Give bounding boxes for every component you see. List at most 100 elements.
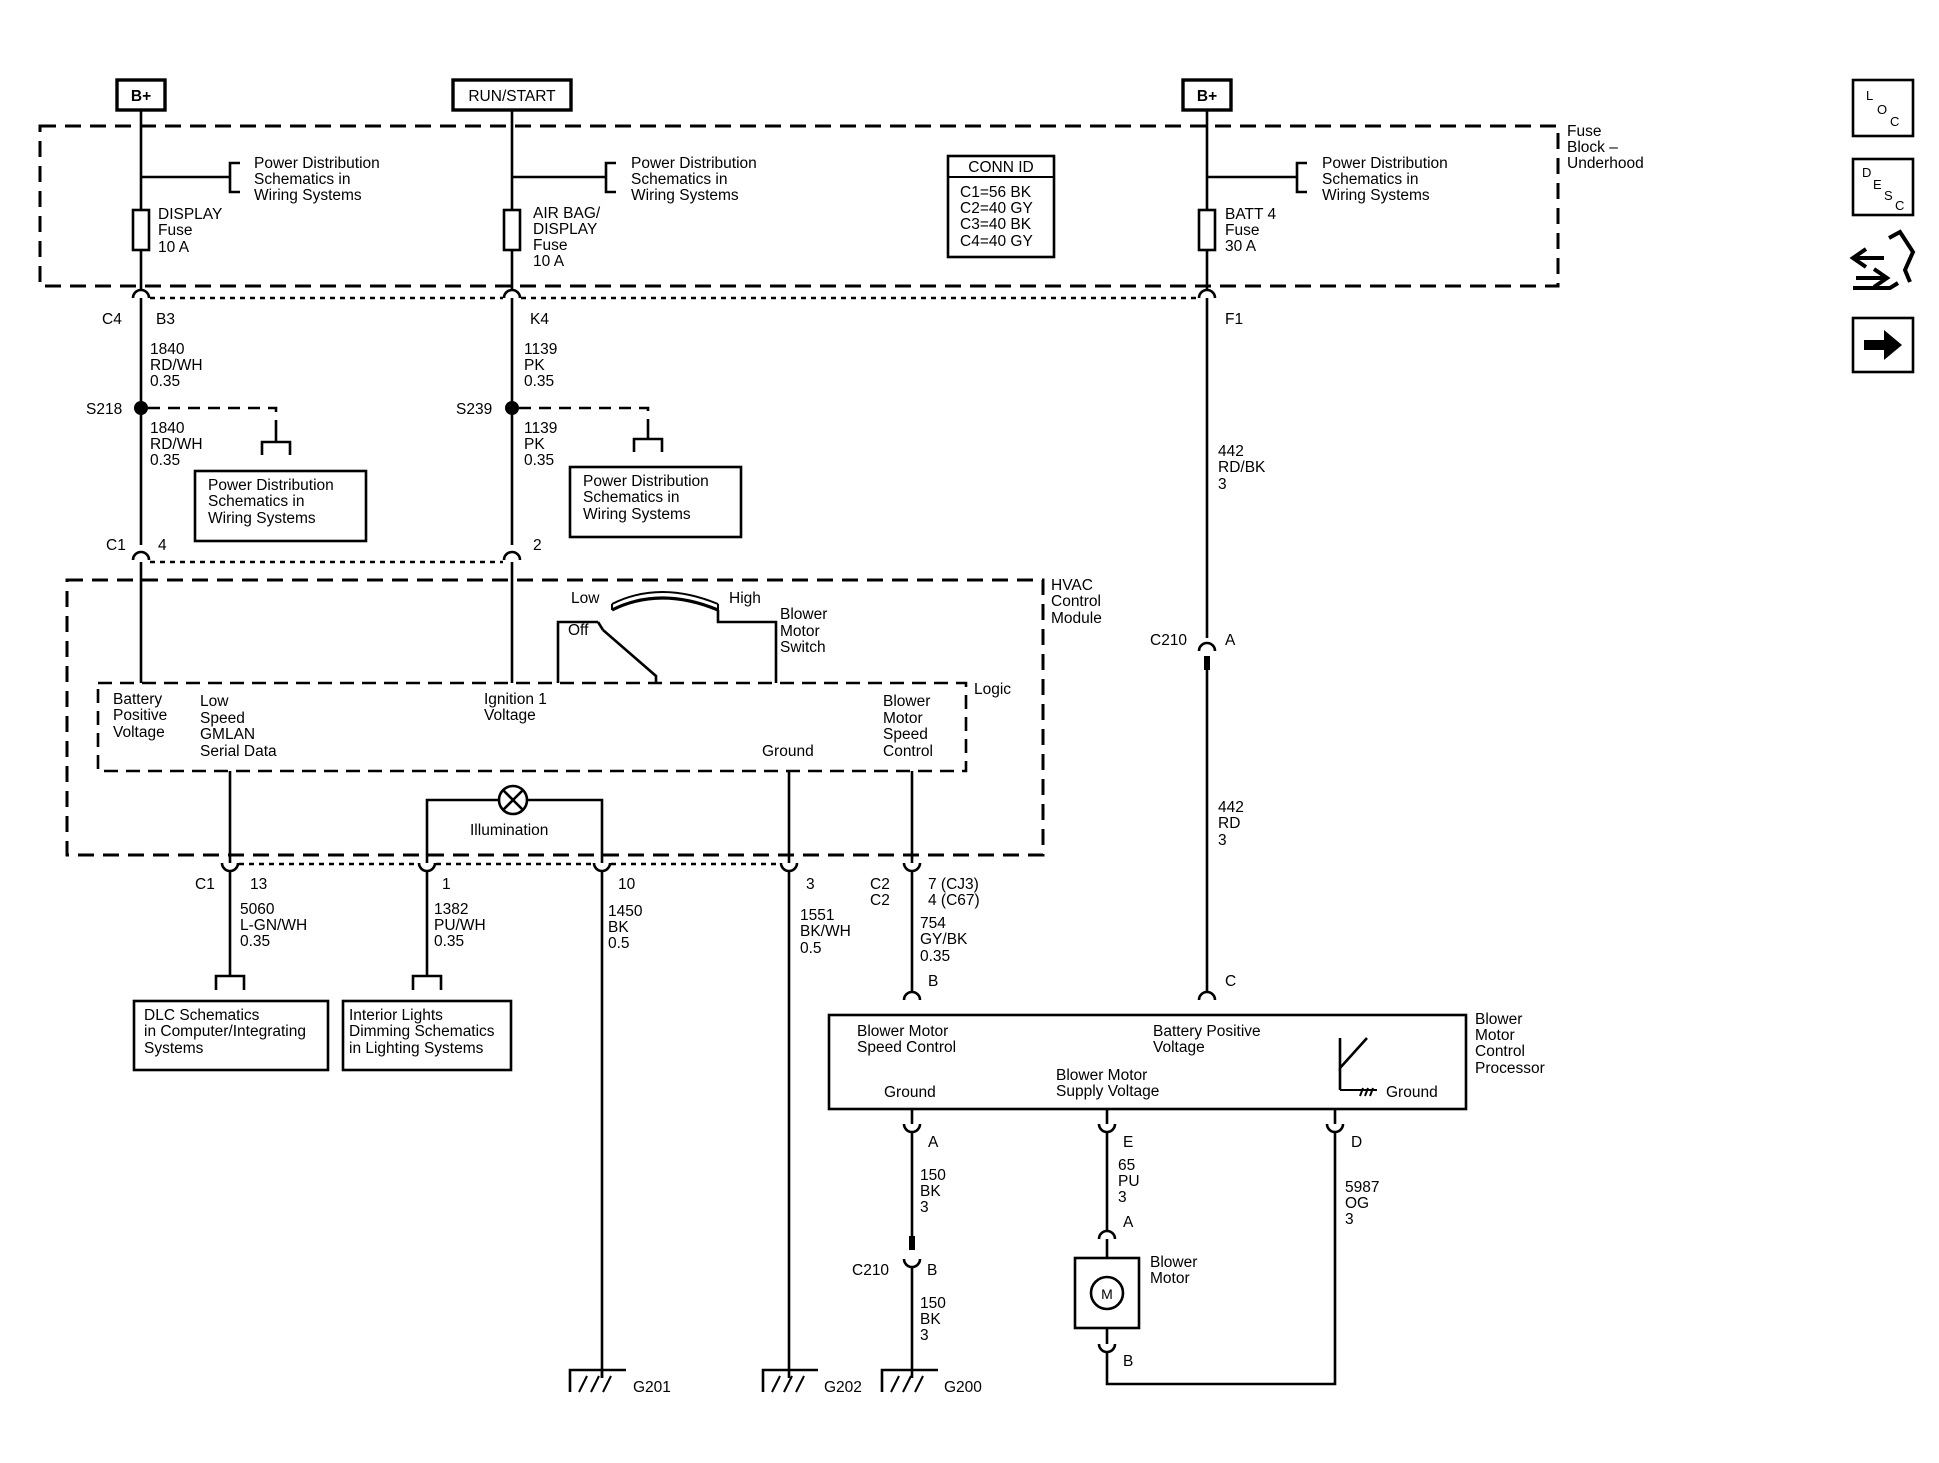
circuit-1382-label: 1382 PU/WH 0.35 (434, 901, 486, 950)
circuit-1551-label: 1551 BK/WH 0.5 (800, 907, 851, 957)
svg-text:Underhood: Underhood (1567, 155, 1644, 172)
svg-text:PU/WH: PU/WH (434, 917, 486, 934)
processor-label: Blower Motor Control Processor (1475, 1011, 1545, 1077)
svg-text:G202: G202 (824, 1379, 862, 1396)
circuit-65-label: 65 PU 3 (1118, 1157, 1140, 1206)
processor-pin-a: A (902, 1109, 939, 1151)
svg-text:A: A (1225, 632, 1236, 649)
svg-text:3: 3 (1218, 476, 1227, 493)
svg-text:Wiring Systems: Wiring Systems (208, 510, 316, 527)
svg-text:L: L (1866, 88, 1873, 103)
circuit-1139-lower-label: 1139 PK 0.35 (524, 420, 557, 469)
svg-text:Wiring Systems: Wiring Systems (631, 187, 739, 204)
svg-text:Blower Motor: Blower Motor (857, 1023, 948, 1040)
svg-text:Wiring Systems: Wiring Systems (1322, 187, 1430, 204)
svg-text:Schematics in: Schematics in (583, 489, 679, 506)
display-fuse-label: DISPLAY Fuse 10 A (158, 206, 222, 256)
c210-top-connector: C210 A (1150, 632, 1236, 670)
svg-text:Supply Voltage: Supply Voltage (1056, 1083, 1159, 1100)
svg-text:L-GN/WH: L-GN/WH (240, 917, 307, 934)
svg-text:M: M (1101, 1286, 1113, 1302)
svg-text:1139: 1139 (524, 420, 557, 437)
processor-ground-right-label: Ground (1386, 1084, 1438, 1101)
next-page-button[interactable] (1851, 316, 1915, 374)
circuit-150-upper-label: 150 BK 3 (920, 1167, 946, 1216)
svg-text:0.5: 0.5 (800, 940, 822, 957)
illumination-lamp: Illumination (425, 784, 604, 855)
splice-ref-box-left: Power Distribution Schematics in Wiring … (193, 469, 368, 543)
svg-text:S: S (1884, 188, 1893, 203)
circuit-150-lower-label: 150 BK 3 (920, 1295, 946, 1344)
display-fuse (131, 208, 151, 252)
svg-text:Motor: Motor (1475, 1027, 1515, 1044)
dlc-reference: DLC Schematics in Computer/Integrating S… (132, 974, 330, 1072)
svg-text:Voltage: Voltage (113, 724, 165, 741)
svg-text:Schematics in: Schematics in (208, 493, 304, 510)
svg-text:C3=40 BK: C3=40 BK (960, 216, 1032, 233)
svg-text:HVAC: HVAC (1051, 577, 1093, 594)
svg-text:D: D (1351, 1134, 1362, 1151)
svg-text:Processor: Processor (1475, 1060, 1545, 1077)
circuit-754-label: 754 GY/BK 0.35 (920, 915, 968, 965)
processor-ground-symbol (1338, 1037, 1377, 1097)
svg-text:PK: PK (524, 357, 545, 374)
svg-text:B+: B+ (131, 88, 151, 105)
svg-text:C2: C2 (870, 892, 890, 909)
svg-text:C4: C4 (102, 311, 122, 328)
processor-speed-control-label: Blower Motor Speed Control (857, 1023, 956, 1056)
svg-text:1382: 1382 (434, 901, 468, 918)
svg-text:C: C (1890, 114, 1899, 129)
svg-text:442: 442 (1218, 443, 1244, 460)
power-distribution-ref-2: Power Distribution Schematics in Wiring … (512, 155, 757, 204)
svg-text:1450: 1450 (608, 903, 643, 920)
svg-text:7 (CJ3): 7 (CJ3) (928, 876, 979, 893)
svg-text:AIR BAG/: AIR BAG/ (533, 205, 601, 222)
c4-connector: C4 B3 K4 F1 (102, 288, 1243, 328)
svg-text:BK: BK (920, 1311, 941, 1328)
svg-text:C1=56 BK: C1=56 BK (960, 184, 1032, 201)
svg-text:B: B (928, 973, 938, 990)
svg-text:DLC Schematics: DLC Schematics (144, 1007, 260, 1024)
ignition-voltage-label: Ignition 1 Voltage (484, 691, 547, 724)
svg-text:RD: RD (1218, 815, 1240, 832)
svg-text:C1: C1 (195, 876, 215, 893)
splice-s239: S239 (456, 401, 664, 452)
svg-text:RD/BK: RD/BK (1218, 459, 1266, 476)
desc-button[interactable]: D E S C (1851, 157, 1915, 217)
svg-text:BATT 4: BATT 4 (1225, 206, 1276, 223)
svg-text:G200: G200 (944, 1379, 982, 1396)
svg-text:Interior Lights: Interior Lights (349, 1007, 443, 1024)
svg-text:Illumination: Illumination (470, 822, 548, 839)
svg-text:GMLAN: GMLAN (200, 726, 255, 743)
airbag-display-fuse-label: AIR BAG/ DISPLAY Fuse 10 A (533, 205, 601, 270)
svg-text:Motor: Motor (883, 710, 923, 727)
svg-text:High: High (729, 590, 761, 607)
svg-text:DISPLAY: DISPLAY (158, 206, 222, 223)
splice-ref-box-right: Power Distribution Schematics in Wiring … (568, 465, 743, 539)
svg-text:RD/WH: RD/WH (150, 357, 203, 374)
loc-button[interactable]: L O C (1851, 78, 1915, 138)
svg-text:A: A (1123, 1214, 1134, 1231)
svg-text:0.35: 0.35 (524, 452, 554, 469)
power-distribution-ref-3: Power Distribution Schematics in Wiring … (1207, 155, 1448, 204)
svg-text:BK: BK (608, 919, 629, 936)
svg-text:Control: Control (1051, 593, 1101, 610)
svg-text:RD/WH: RD/WH (150, 436, 203, 453)
svg-text:E: E (1873, 177, 1882, 192)
svg-text:0.35: 0.35 (150, 373, 180, 390)
svg-text:10 A: 10 A (158, 239, 190, 256)
svg-text:in Computer/Integrating: in Computer/Integrating (144, 1023, 306, 1040)
svg-text:Switch: Switch (780, 639, 826, 656)
svg-text:PK: PK (524, 436, 545, 453)
fuse-block-outline (38, 124, 1560, 288)
svg-text:Blower: Blower (1150, 1254, 1197, 1271)
svg-text:4: 4 (158, 537, 167, 554)
svg-text:10: 10 (618, 876, 636, 893)
fuse-block-label: Fuse Block – Underhood (1567, 123, 1644, 172)
circuit-5987-label: 5987 OG 3 (1345, 1179, 1379, 1228)
svg-text:2: 2 (533, 537, 542, 554)
svg-text:C1: C1 (106, 537, 126, 554)
connector-end-view-icon[interactable] (1849, 229, 1916, 290)
ground-g200: G200 (880, 1368, 982, 1396)
svg-text:Schematics in: Schematics in (631, 171, 727, 188)
